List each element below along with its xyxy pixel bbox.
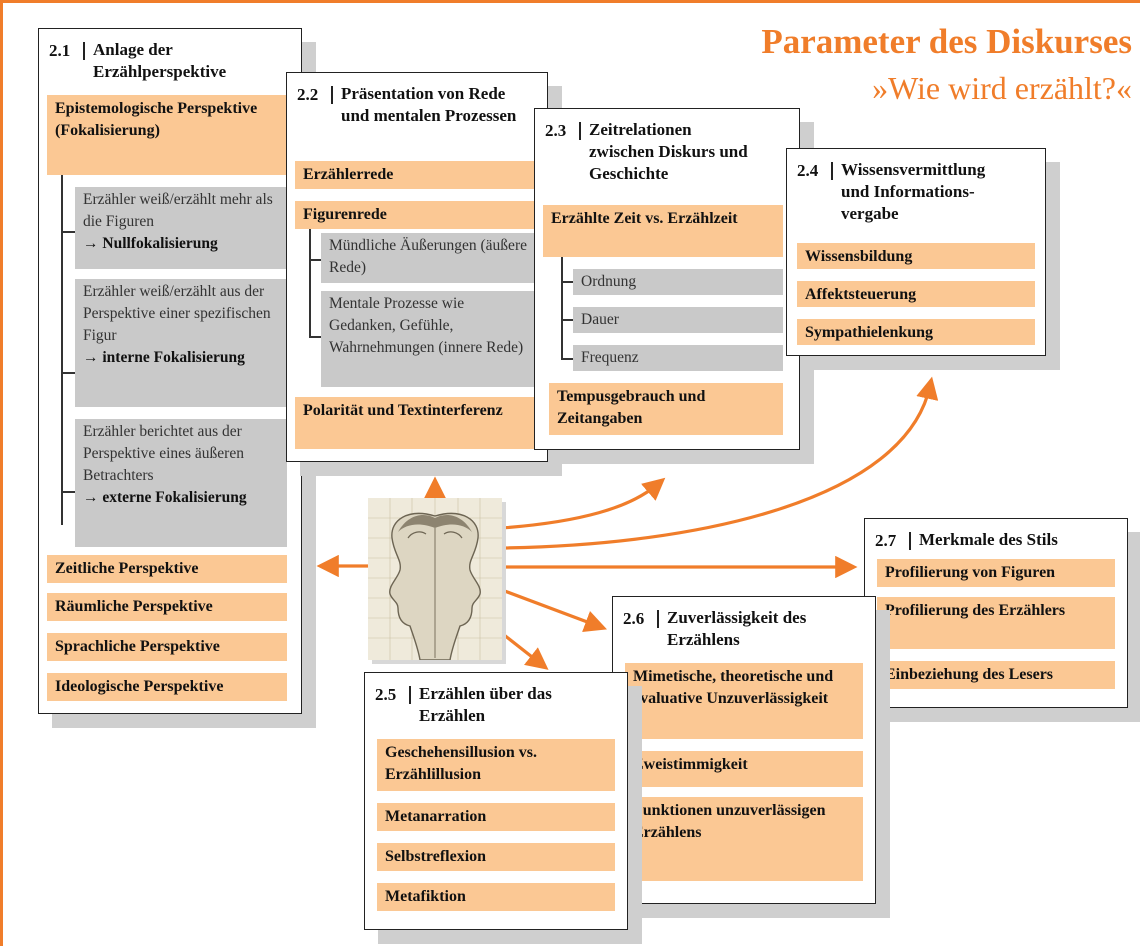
box-2-6: 2.6 Zuverlässigkeit des Erzählens Mimeti… xyxy=(612,596,876,904)
box-2-6-number: 2.6 xyxy=(623,609,645,628)
number-divider xyxy=(409,686,411,704)
item-geschehensillusion: Geschehensillusion vs. Erzählillusion xyxy=(377,739,615,791)
item-affektsteuerung: Affektsteuerung xyxy=(797,281,1035,307)
item-polaritaet-textinterferenz: Polarität und Textinterferenz xyxy=(295,397,535,449)
item-epistemologische-perspektive: Epistemologische Perspektive (Fokalisier… xyxy=(47,95,287,175)
box-2-3-number: 2.3 xyxy=(545,121,567,140)
box-2-7-number: 2.7 xyxy=(875,531,897,550)
item-zeitliche-perspektive: Zeitliche Perspektive xyxy=(47,555,287,583)
subitem-interne-fokalisierung: Erzähler weiß/erzählt aus der Perspektiv… xyxy=(75,279,287,407)
item-profilierung-figuren: Profilierung von Figuren xyxy=(877,559,1115,587)
item-mimetische-unzuverlaessigkeit: Mimetische, theoretische und evaluative … xyxy=(625,663,863,739)
subitem-term: → externe Fokalisierung xyxy=(83,489,247,506)
box-2-6-heading: Zuverlässigkeit des Erzählens xyxy=(667,608,807,649)
diagram-title: Parameter des Diskurses xyxy=(761,22,1132,61)
arrow-to-2-6 xyxy=(501,588,607,632)
item-raeumliche-perspektive: Räumliche Perspektive xyxy=(47,593,287,621)
item-erzaehlte-zeit: Erzählte Zeit vs. Erzählzeit xyxy=(543,205,783,257)
subitem-externe-fokalisierung: Erzähler berichtet aus der Perspektive e… xyxy=(75,419,287,547)
box-2-1-number: 2.1 xyxy=(49,41,71,60)
tree-branch xyxy=(61,372,75,374)
box-2-1: 2.1 Anlage der Erzählperspektive Epistem… xyxy=(38,28,302,714)
item-figurenrede: Figurenrede xyxy=(295,201,535,229)
diagram-subtitle: »Wie wird erzählt?« xyxy=(872,70,1132,106)
item-selbstreflexion: Selbstreflexion xyxy=(377,843,615,871)
subitem-ordnung: Ordnung xyxy=(573,269,783,295)
tree-line xyxy=(61,175,63,525)
subitem-dauer: Dauer xyxy=(573,307,783,333)
subitem-term: → interne Fokalisierung xyxy=(83,349,245,366)
item-sympathielenkung: Sympathielenkung xyxy=(797,319,1035,345)
number-divider xyxy=(331,86,333,104)
tree-line xyxy=(561,257,563,359)
number-divider xyxy=(657,610,659,628)
tree-branch xyxy=(561,281,573,283)
number-divider xyxy=(909,532,911,550)
box-2-4-number: 2.4 xyxy=(797,161,819,180)
item-einbeziehung-leser: Einbeziehung des Lesers xyxy=(877,661,1115,689)
item-metanarration: Metanarration xyxy=(377,803,615,831)
arrow-to-2-4 xyxy=(501,376,939,550)
tree-line xyxy=(309,229,311,337)
item-metafiktion: Metafiktion xyxy=(377,883,615,911)
subitem-text: Erzähler weiß/erzählt mehr als die Figur… xyxy=(83,191,273,230)
item-funktionen-unzuverlaessigen-erzaehlens: Funktionen unzuverlässigen Erzählens xyxy=(625,797,863,881)
number-divider xyxy=(831,162,833,180)
number-divider xyxy=(83,42,85,60)
item-profilierung-erzaehler: Profilierung des Erzählers xyxy=(877,597,1115,649)
box-2-7-heading: Merkmale des Stils xyxy=(919,530,1058,549)
box-2-2-heading: Präsentation von Rede und mentalen Proze… xyxy=(341,84,517,125)
arrow-to-2-3 xyxy=(501,477,666,530)
box-2-2-number: 2.2 xyxy=(297,85,319,104)
item-sprachliche-perspektive: Sprachliche Perspektive xyxy=(47,633,287,661)
tree-branch xyxy=(309,336,321,338)
box-2-3: 2.3 Zeitrelationen zwischen Diskurs und … xyxy=(534,108,800,450)
subitem-innere-rede: Mentale Prozesse wie Gedanken, Gefühle, … xyxy=(321,291,535,387)
tree-branch xyxy=(561,358,573,360)
tree-branch xyxy=(61,231,75,233)
box-2-1-heading: Anlage der Erzählperspektive xyxy=(93,40,227,81)
subitem-text: Erzähler weiß/erzählt aus der Perspektiv… xyxy=(83,283,271,344)
subitem-nullfokalisierung: Erzähler weiß/erzählt mehr als die Figur… xyxy=(75,187,287,269)
subitem-term: → Nullfokalisierung xyxy=(83,235,218,252)
box-2-4-heading: Wissensvermittlung und Informations-verg… xyxy=(841,160,986,223)
subitem-text: Erzähler berichtet aus der Perspektive e… xyxy=(83,423,244,484)
item-zweistimmigkeit: Zweistimmigkeit xyxy=(625,751,863,787)
item-erzaehlerrede: Erzählerrede xyxy=(295,161,535,189)
item-wissensbildung: Wissensbildung xyxy=(797,243,1035,269)
tree-branch xyxy=(61,491,75,493)
box-2-5-number: 2.5 xyxy=(375,685,397,704)
box-2-7: 2.7 Merkmale des Stils Profilierung von … xyxy=(864,518,1128,708)
item-tempusgebrauch: Tempusgebrauch und Zeitangaben xyxy=(549,383,783,435)
janus-head-image xyxy=(368,498,502,661)
box-2-5: 2.5 Erzählen über das Erzählen Geschehen… xyxy=(364,672,628,930)
tree-branch xyxy=(309,259,321,261)
item-ideologische-perspektive: Ideologische Perspektive xyxy=(47,673,287,701)
box-2-3-heading: Zeitrelationen zwischen Diskurs und Gesc… xyxy=(589,120,748,183)
box-2-4: 2.4 Wissensvermittlung und Informations-… xyxy=(786,148,1046,356)
number-divider xyxy=(579,122,581,140)
box-2-2: 2.2 Präsentation von Rede und mentalen P… xyxy=(286,72,548,462)
box-2-5-heading: Erzählen über das Erzählen xyxy=(419,684,552,725)
subitem-aeussere-rede: Mündliche Äußerungen (äußere Rede) xyxy=(321,233,535,283)
tree-branch xyxy=(561,319,573,321)
subitem-frequenz: Frequenz xyxy=(573,345,783,371)
